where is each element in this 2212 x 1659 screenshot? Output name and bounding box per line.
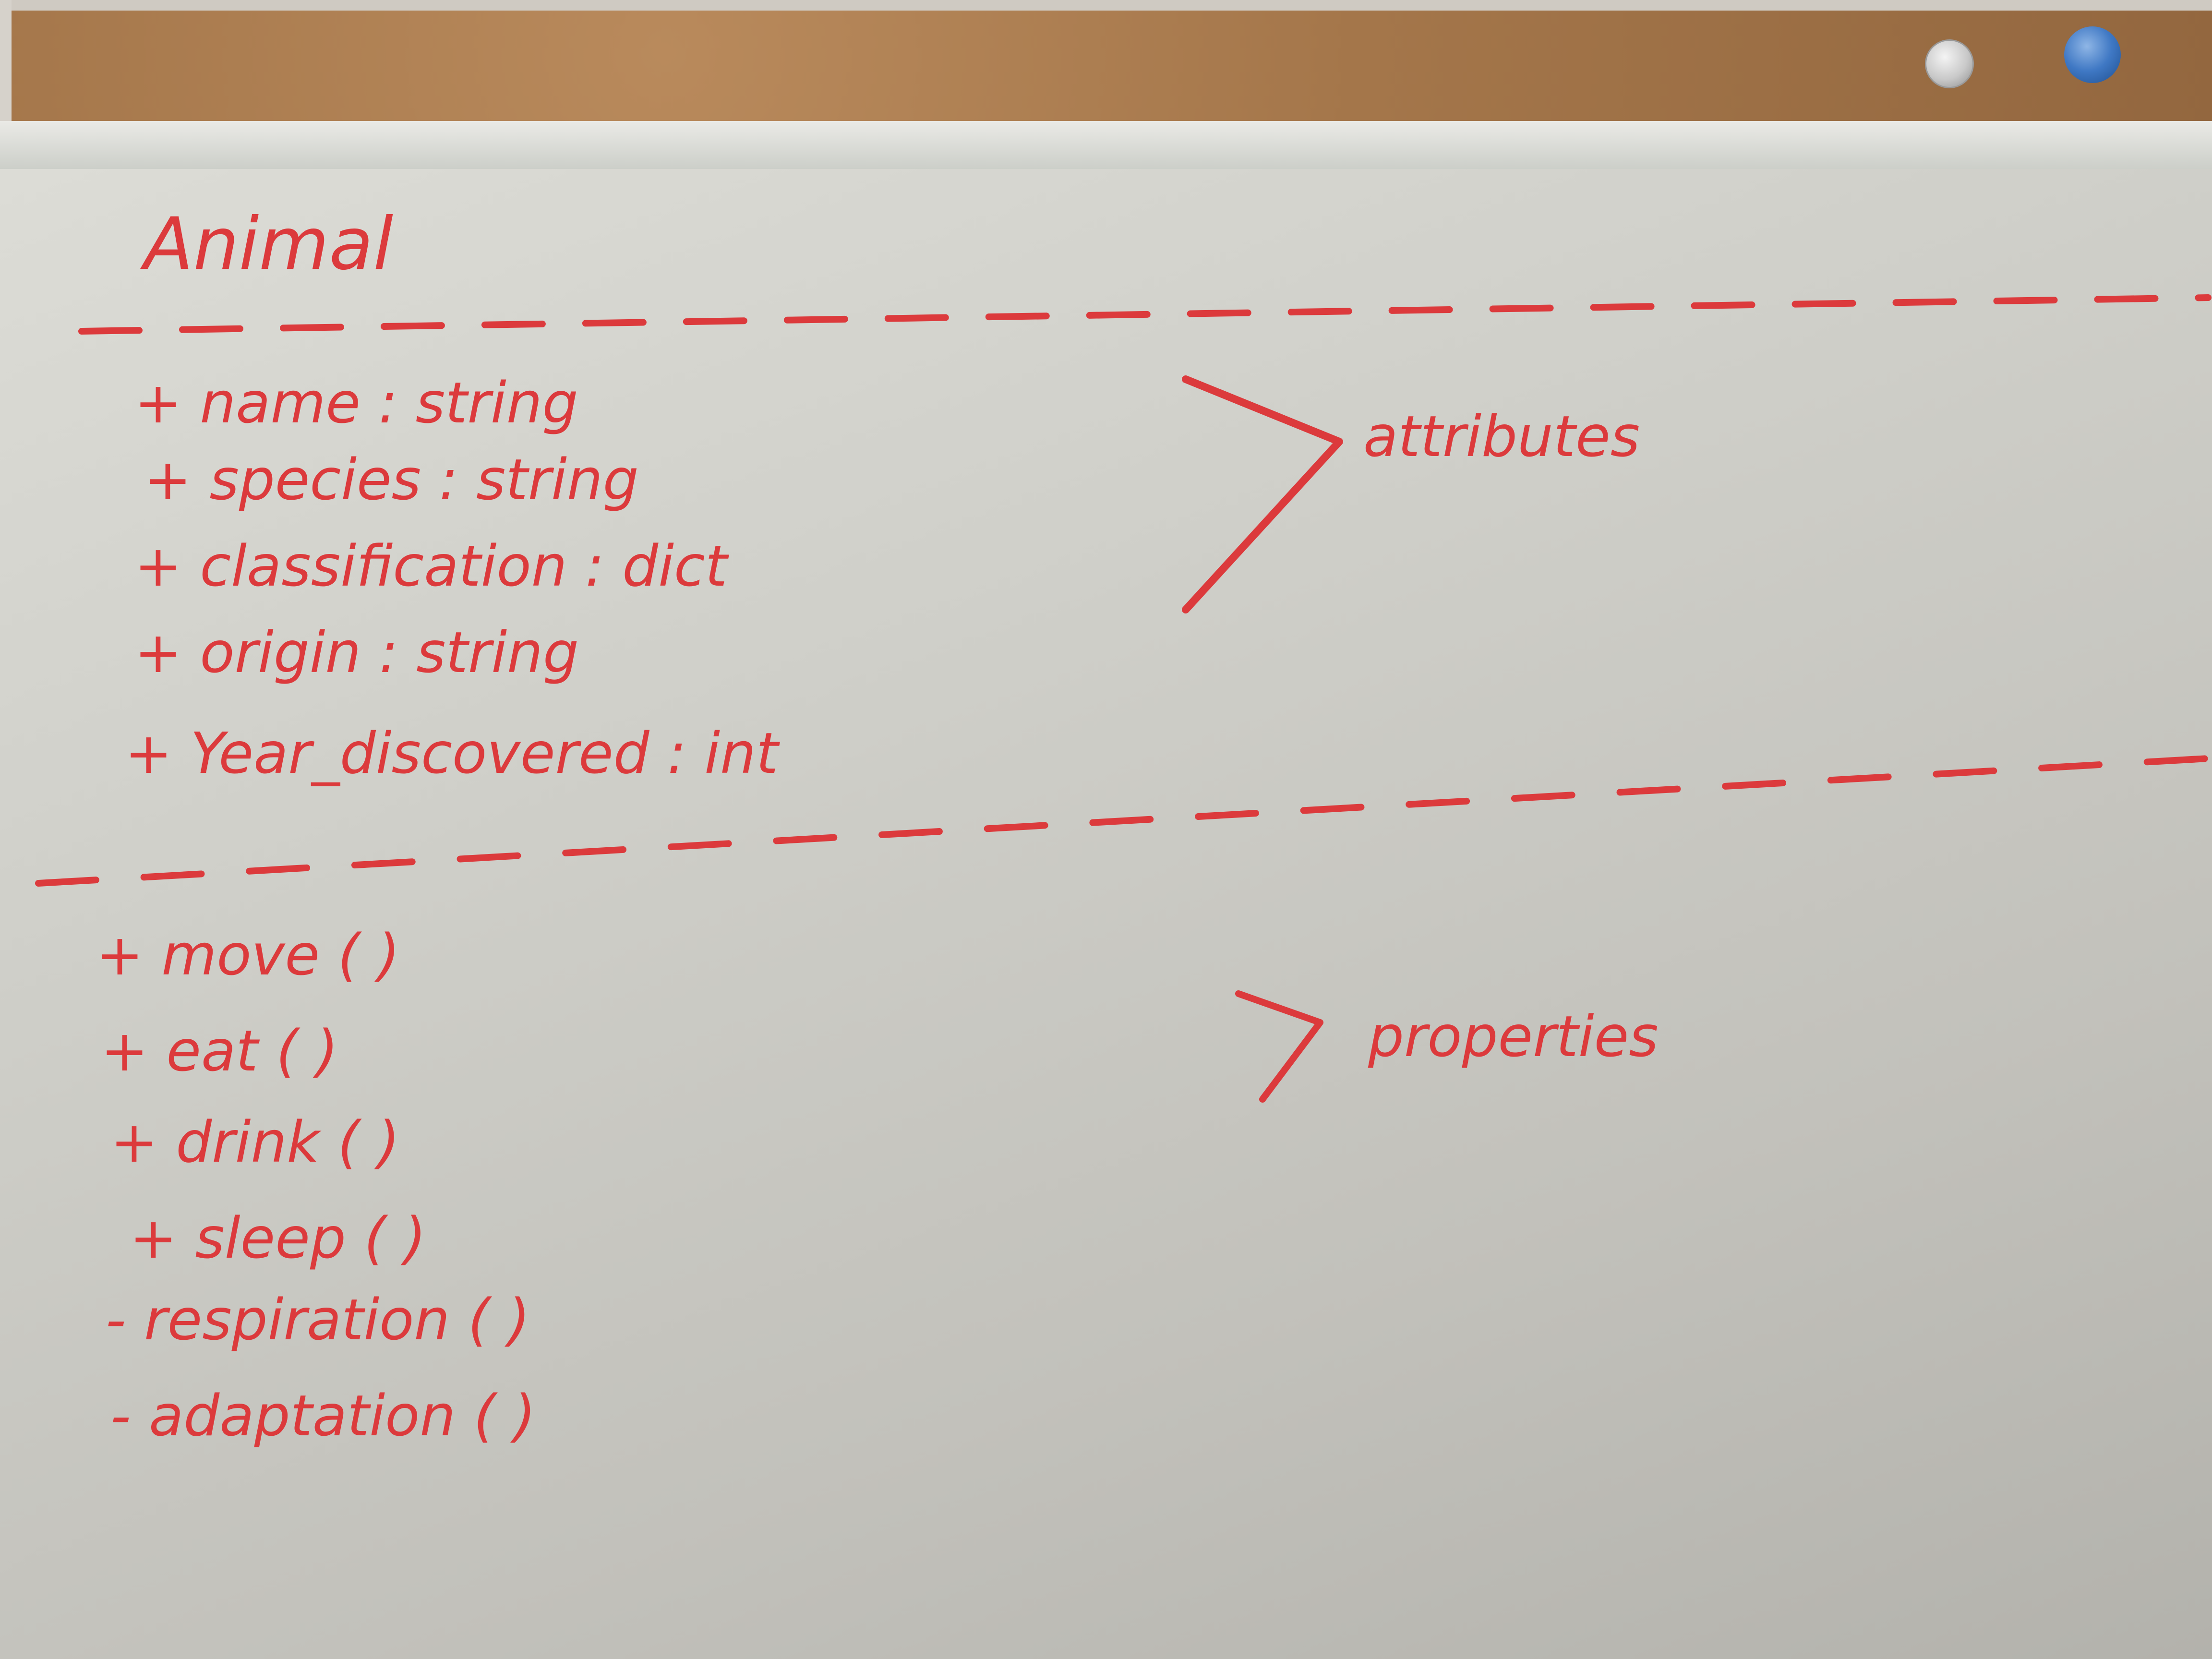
blue-pushpin-icon xyxy=(2064,26,2121,83)
method-item: - respiration ( ) xyxy=(106,1286,530,1353)
corkboard-frame xyxy=(0,0,2212,11)
methods-annotation: properties xyxy=(1368,1003,1659,1070)
attributes-annotation: attributes xyxy=(1363,403,1640,469)
class-name: Animal xyxy=(140,203,393,286)
attributes-brace xyxy=(1182,375,1343,613)
whiteboard xyxy=(0,169,2212,1659)
attribute-item: + Year_discovered : int xyxy=(125,720,780,786)
attribute-item: + name : string xyxy=(134,370,578,436)
separator-line-top xyxy=(78,294,2212,335)
method-item: + move ( ) xyxy=(96,922,400,988)
clear-pushpin-icon xyxy=(1925,39,1974,88)
attribute-item: + classification : dict xyxy=(134,533,729,599)
methods-list: + move ( ) + eat ( ) + drink ( ) + sleep… xyxy=(96,922,536,1449)
attribute-item: + species : string xyxy=(144,446,639,513)
method-item: + sleep ( ) xyxy=(130,1205,426,1271)
attributes-list: + name : string + species : string + cla… xyxy=(125,370,780,786)
corkboard-frame-edge xyxy=(0,0,12,130)
attribute-item: + origin : string xyxy=(134,619,579,685)
method-item: + eat ( ) xyxy=(101,1018,338,1084)
corkboard xyxy=(0,0,2212,130)
method-item: - adaptation ( ) xyxy=(110,1382,536,1449)
separator-line-bottom xyxy=(35,755,2212,887)
methods-brace xyxy=(1235,990,1323,1103)
method-item: + drink ( ) xyxy=(110,1109,400,1175)
